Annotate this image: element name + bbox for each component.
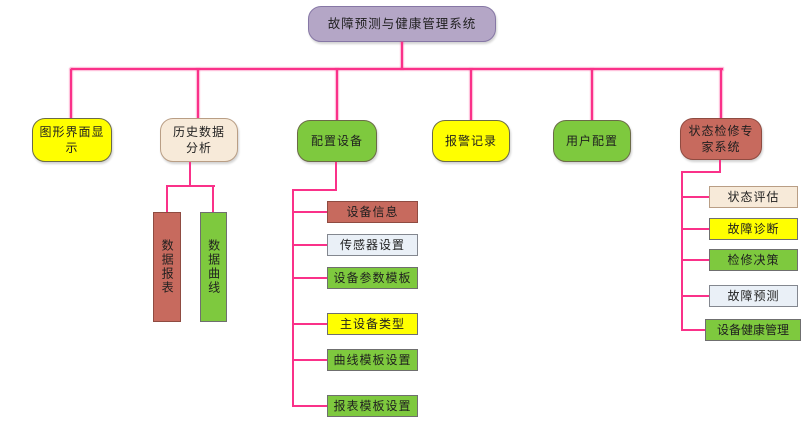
connector-line xyxy=(681,171,721,173)
connector-line xyxy=(212,186,214,212)
connector-line xyxy=(683,196,709,198)
node-phm-system-root: 故障预测与健康管理系统 xyxy=(308,6,496,42)
node-curve-template-settings: 曲线模板设置 xyxy=(327,349,418,371)
node-history-analysis: 历史数据分析 xyxy=(160,118,238,162)
connector-line xyxy=(294,244,327,246)
connector-line xyxy=(292,189,294,407)
connector-line xyxy=(681,171,683,331)
node-alarm-record: 报警记录 xyxy=(432,120,510,162)
connector-line xyxy=(335,162,337,190)
connector-line xyxy=(292,189,337,191)
connector-line xyxy=(71,68,723,70)
connector-line xyxy=(294,405,327,407)
node-sensor-settings: 传感器设置 xyxy=(327,234,418,256)
connector-line xyxy=(189,162,191,186)
node-device-config: 配置设备 xyxy=(297,120,377,162)
connector-line xyxy=(294,211,327,213)
node-data-report: 数据报表 xyxy=(153,212,181,322)
node-graphic-display: 图形界面显示 xyxy=(32,118,112,162)
node-device-info: 设备信息 xyxy=(327,201,418,223)
connector-line xyxy=(401,42,403,69)
node-status-evaluation: 状态评估 xyxy=(709,186,798,208)
connector-line xyxy=(720,69,722,118)
connector-line xyxy=(166,185,215,187)
connector-line xyxy=(294,359,327,361)
connector-line xyxy=(683,259,709,261)
node-fault-diagnosis: 故障诊断 xyxy=(709,218,798,240)
connector-line xyxy=(470,69,472,120)
node-device-param-template: 设备参数模板 xyxy=(327,267,418,289)
node-fault-prediction: 故障预测 xyxy=(709,285,798,307)
connector-line xyxy=(166,186,168,212)
connector-line xyxy=(683,329,705,331)
connector-line xyxy=(197,69,199,118)
connector-line xyxy=(294,277,327,279)
connector-line xyxy=(336,69,338,120)
node-data-curve: 数据曲线 xyxy=(200,212,227,322)
connector-line xyxy=(719,160,721,172)
node-main-device-type: 主设备类型 xyxy=(327,313,418,335)
node-report-template-settings: 报表模板设置 xyxy=(327,395,418,417)
node-device-health-management: 设备健康管理 xyxy=(705,319,801,341)
node-user-config: 用户配置 xyxy=(553,120,631,162)
connector-line xyxy=(294,323,327,325)
connector-line xyxy=(683,295,709,297)
node-expert-system: 状态检修专家系统 xyxy=(680,118,762,160)
connector-line xyxy=(591,69,593,120)
node-maintenance-decision: 检修决策 xyxy=(709,249,798,271)
connector-line xyxy=(683,228,709,230)
connector-line xyxy=(70,69,72,118)
